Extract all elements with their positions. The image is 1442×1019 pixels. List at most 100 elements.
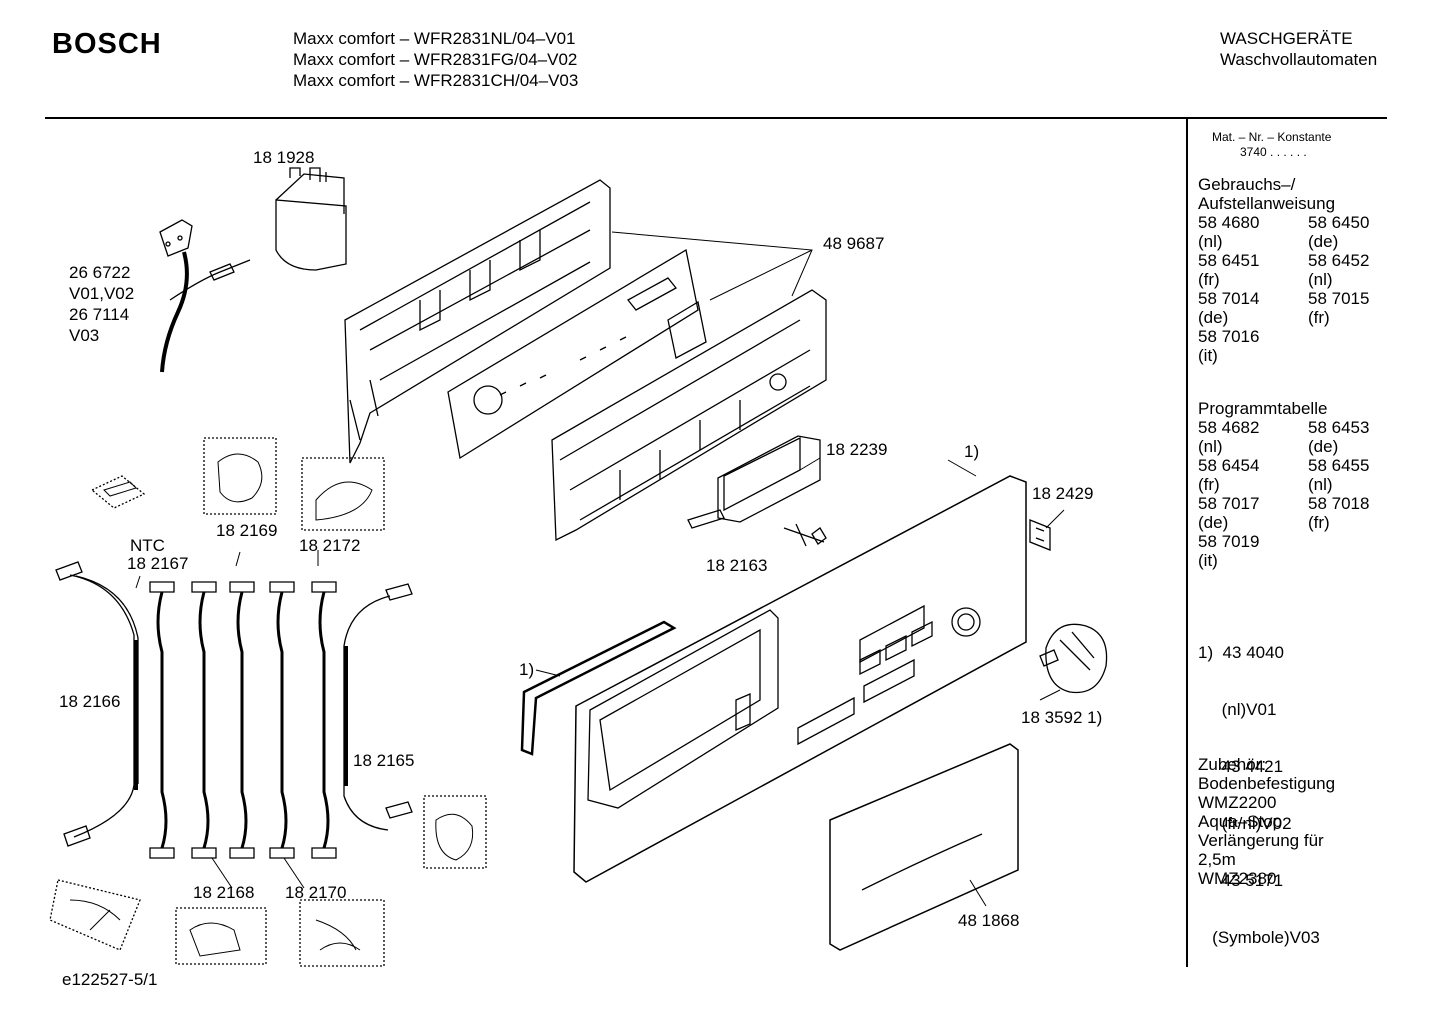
manual-cell: 58 7014	[1198, 289, 1260, 308]
part-label: 18 2172	[299, 536, 361, 555]
program-block: Programmtabelle 58 4682 58 6453 (nl) (de) …	[1198, 399, 1398, 570]
program-cell: 58 6455	[1308, 456, 1370, 475]
mat-number-block: Mat. – Nr. – Konstante 3740 . . . . . .	[1212, 130, 1331, 160]
program-cell: (nl)	[1198, 437, 1223, 456]
leader-lines	[135, 231, 1065, 907]
program-cell: (de)	[1198, 513, 1229, 532]
program-cell: 58 6453	[1308, 418, 1370, 437]
program-cell: 58 7018	[1308, 494, 1370, 513]
program-cell: (it)	[1198, 551, 1218, 570]
note-line: (fr/nl)V02	[1198, 814, 1292, 833]
note-line: (nl)V01	[1198, 700, 1277, 719]
manual-cell: 58 7015	[1308, 289, 1370, 308]
part-label: 18 2168	[193, 883, 255, 902]
manual-cell: (de)	[1198, 308, 1229, 327]
manual-cell: (de)	[1308, 232, 1339, 251]
part-label: 26 6722	[69, 263, 131, 282]
sensor-detail-drawing	[69, 453, 474, 957]
category: WASCHGERÄTE Waschvollautomaten	[1220, 28, 1377, 70]
program-cell: 58 4682	[1198, 418, 1260, 437]
program-cell: 58 6454	[1198, 456, 1260, 475]
note-line: 1) 43 4040	[1198, 643, 1285, 662]
program-title: Programmtabelle	[1198, 399, 1328, 418]
program-cell: 58 7017	[1198, 494, 1260, 513]
manual-cell	[1308, 346, 1398, 365]
manual-cell: (nl)	[1198, 232, 1223, 251]
header-divider	[45, 117, 1387, 119]
manual-list: 58 4680 58 6450 (nl) (de) 58 6451 58 6452 (…	[1198, 213, 1398, 365]
accessory-line: Aqua–Stop	[1198, 812, 1283, 831]
wiring-harness-drawing	[55, 561, 413, 859]
part-label: 18 2239	[826, 440, 888, 459]
category-line-2: Waschvollautomaten	[1220, 50, 1378, 69]
exploded-diagram	[49, 167, 1108, 967]
program-cell: (de)	[1308, 437, 1339, 456]
module-housing-drawing	[551, 289, 827, 542]
part-label: 18 2170	[285, 883, 347, 902]
part-label: V01,V02	[69, 284, 135, 303]
manual-cell: (fr)	[1308, 308, 1330, 327]
drawer-front-drawing	[829, 743, 1019, 951]
sidebar-divider	[1186, 119, 1188, 967]
manual-cell: 58 7016	[1198, 327, 1260, 346]
part-label: 18 2163	[706, 556, 768, 575]
circuit-board-drawing	[447, 248, 707, 460]
program-cell: (nl)	[1308, 475, 1333, 494]
program-cell: (fr)	[1308, 513, 1330, 532]
drawing-id: e122527-5/1	[62, 970, 158, 989]
sensor-inset-drawing	[49, 437, 487, 967]
part-label: 18 2165	[353, 751, 415, 770]
part-label: 48 9687	[823, 234, 885, 253]
part-label: 26 7114	[69, 305, 130, 324]
part-label: 18 3592 1)	[1021, 708, 1103, 727]
part-label: NTC	[130, 536, 165, 555]
model-line: Maxx comfort – WFR2831CH/04–V03	[293, 71, 579, 90]
part-label: 18 2169	[216, 521, 278, 540]
part-label: 18 2429	[1032, 484, 1094, 503]
manual-cell: (nl)	[1308, 270, 1333, 289]
power-cord-drawing	[159, 219, 251, 373]
mat-value: 3740 . . . . . .	[1240, 145, 1307, 159]
program-list: 58 4682 58 6453 (nl) (de) 58 6454 58 6455 (…	[1198, 418, 1398, 570]
knob-drawing	[1039, 623, 1108, 694]
accessory-line: Bodenbefestigung	[1198, 774, 1336, 793]
model-line: Maxx comfort – WFR2831FG/04–V02	[293, 50, 578, 69]
manual-title: Aufstellanweisung	[1198, 194, 1336, 213]
part-label: 1)	[519, 660, 535, 679]
program-cell	[1308, 551, 1398, 570]
manual-cell: 58 6451	[1198, 251, 1260, 270]
accessory-line: 2,5m	[1198, 850, 1236, 869]
note-block: 1) 43 4040 (nl)V01 43 4421 (fr/nl)V02 43…	[1198, 605, 1320, 966]
mat-label: Mat. – Nr. – Konstante	[1212, 130, 1332, 144]
bracket-drawing	[1029, 519, 1051, 551]
model-list: Maxx comfort – WFR2831NL/04–V01 Maxx com…	[293, 28, 578, 91]
manual-cell	[1308, 327, 1398, 346]
part-label: 18 1928	[253, 148, 315, 167]
accessory-line: WMZ2200	[1198, 793, 1277, 812]
clip-drawing	[783, 523, 827, 547]
control-panel-drawing	[573, 475, 1027, 883]
filter-component-drawing	[275, 167, 347, 271]
manual-cell: 58 6450	[1308, 213, 1370, 232]
control-module-frame-drawing	[344, 179, 611, 464]
note-line: (Symbole)V03	[1198, 928, 1320, 947]
note-line: 43 5171	[1198, 871, 1284, 890]
accessory-line: Zubehör:	[1198, 755, 1267, 774]
program-cell	[1308, 532, 1398, 551]
part-label: 18 2167	[127, 554, 189, 573]
program-cell: 58 7019	[1198, 532, 1260, 551]
manual-title: Gebrauchs–/	[1198, 175, 1296, 194]
brand-logo: BOSCH	[52, 28, 162, 60]
accessory-line: Verlängerung für	[1198, 831, 1324, 850]
manual-cell: (fr)	[1198, 270, 1220, 289]
note-line: 43 4421	[1198, 757, 1284, 776]
gasket-drawing	[520, 620, 677, 756]
display-cover-drawing	[687, 435, 821, 529]
program-cell: (fr)	[1198, 475, 1220, 494]
manual-cell: 58 4680	[1198, 213, 1260, 232]
part-label: 48 1868	[958, 911, 1020, 930]
part-label: 1)	[964, 442, 980, 461]
manual-cell: 58 6452	[1308, 251, 1370, 270]
manual-cell: (it)	[1198, 346, 1218, 365]
